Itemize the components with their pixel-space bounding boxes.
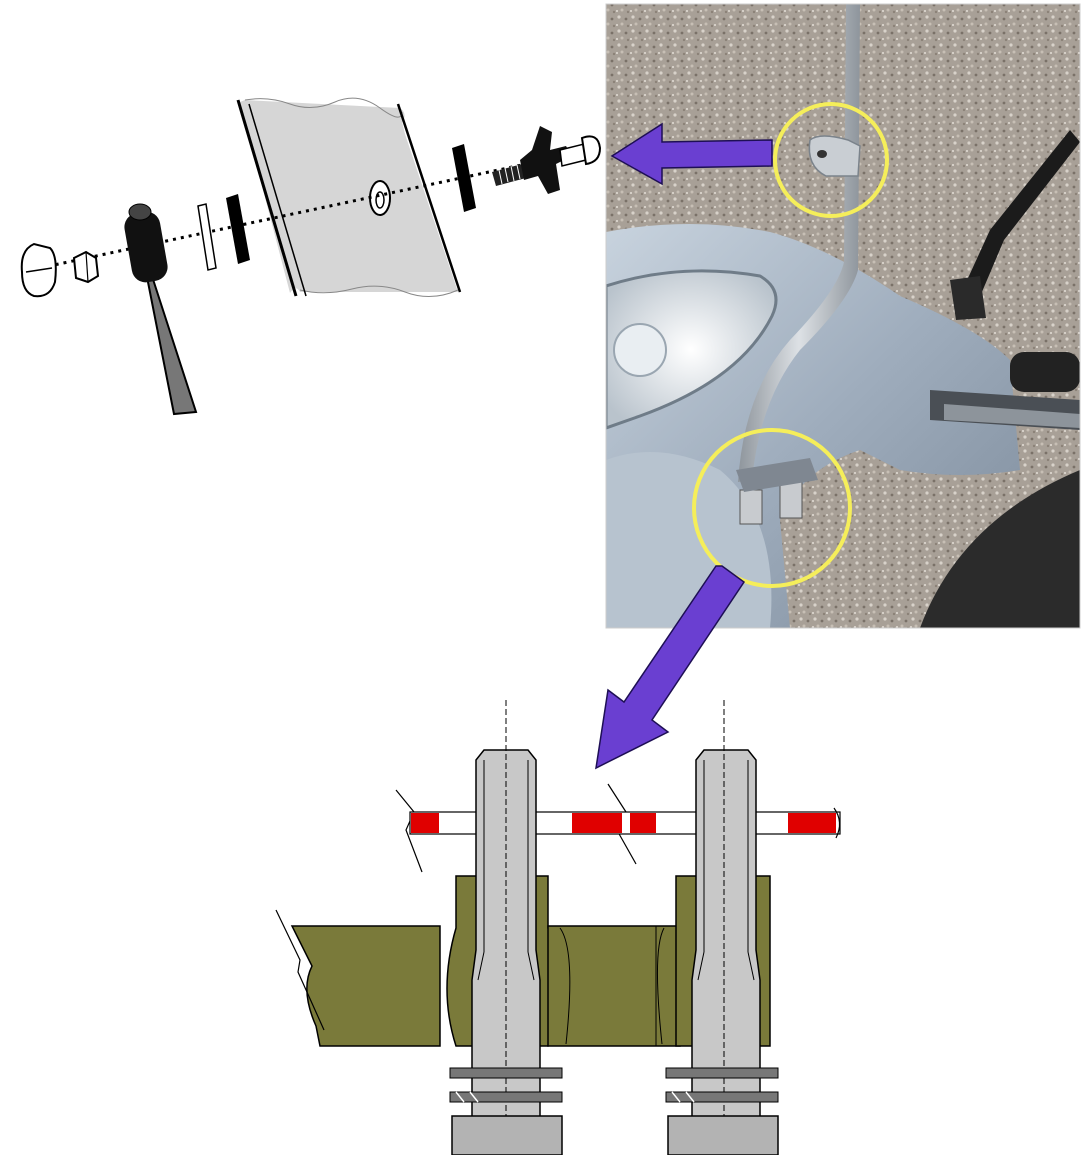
rubber-washer-left-icon: [226, 194, 250, 264]
bracket-web-notch: [559, 927, 571, 1045]
rod-red-stripes: [411, 813, 836, 833]
bracket-web-notch-2: [656, 927, 665, 1045]
bolt-thread-icon: [492, 164, 526, 186]
lower-bolt-a: [739, 489, 763, 525]
upper-clamp-hole: [817, 150, 827, 158]
headlight: [606, 269, 778, 430]
mirror-stalk: [958, 130, 1080, 306]
rubber-sleeve: [124, 211, 168, 283]
bolt-thread-lines: [498, 164, 521, 185]
windscreen-panel: [240, 100, 458, 293]
rubber-washer-right-icon: [452, 144, 476, 212]
windscreen-edge-right: [396, 103, 462, 293]
nut-edge: [85, 251, 89, 283]
thin-washer-icon: [197, 203, 217, 271]
bolt-head-icon: [580, 135, 602, 166]
wing-nut-body-icon: [520, 126, 572, 194]
rod-cap: [128, 203, 152, 221]
mounting-hole: [369, 180, 391, 216]
lower-mount-highlight: [692, 428, 852, 588]
headlight-reflector: [613, 323, 667, 377]
arrow-to-cross-section: [595, 565, 746, 770]
seat: [920, 470, 1080, 628]
windscreen-edge-left-inner: [248, 103, 307, 297]
arrow-to-exploded-diagram: [610, 122, 773, 186]
mounting-hole-inner: [375, 191, 385, 209]
brake-lever: [944, 404, 1080, 428]
photo-frame: [605, 3, 1081, 629]
exploded-mount-diagram: [20, 97, 602, 416]
clamp-cross-section: [275, 700, 841, 1155]
windscreen-wavy-bottom: [299, 285, 459, 297]
bracket-arm: [290, 925, 441, 1047]
bracket-break-line: [275, 909, 325, 1031]
assembly-axis: [39, 158, 546, 270]
knob-groove: [25, 267, 53, 273]
scooter-photo: [606, 4, 1080, 628]
mirror-mount-base: [950, 276, 986, 320]
mirror-rod: [144, 268, 198, 416]
right-bolt: [665, 700, 779, 1155]
handlebar-grip: [1010, 352, 1080, 392]
left-bolt: [449, 700, 563, 1155]
lower-bracket: [736, 458, 818, 492]
upper-mount-highlight: [773, 102, 889, 218]
striped-rod: [409, 811, 841, 835]
rod-end-break: [833, 807, 841, 839]
windscreen-wavy-top: [244, 97, 403, 118]
upper-rod-clamp: [808, 135, 861, 177]
windscreen-edge-left: [236, 99, 298, 297]
